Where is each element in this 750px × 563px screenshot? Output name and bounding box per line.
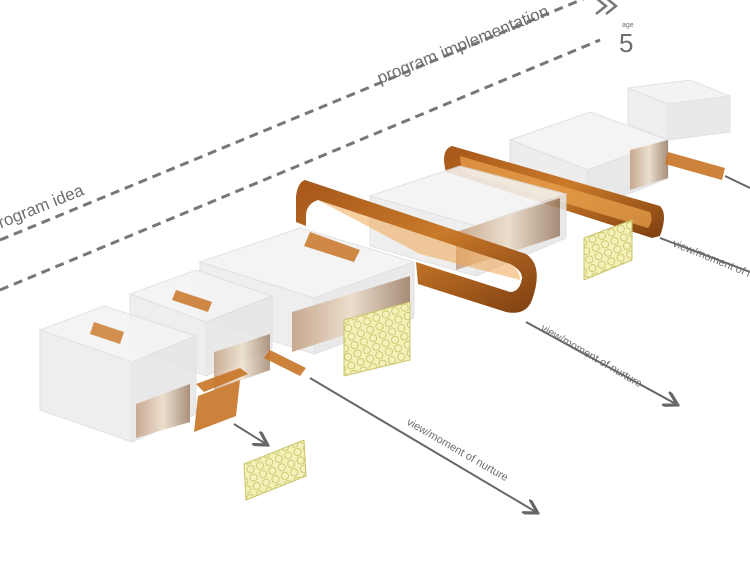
wood-strip-4 (665, 152, 725, 180)
wood-strip-1c (196, 368, 248, 392)
ghost-volume-far (626, 79, 732, 141)
wood-strip-1a (90, 322, 124, 344)
screen-panel-right (583, 219, 633, 281)
view-moment-label-2: view/moment of nurture (539, 322, 645, 390)
nurture-arrow-1a (233, 423, 266, 444)
rust-frame-center (296, 180, 537, 313)
program-volume-1a (38, 305, 198, 443)
wood-strip-1b (172, 290, 212, 312)
nurture-arrow-1 (309, 377, 536, 512)
photo-panel-1a (136, 384, 190, 438)
program-implementation-dashed-line (0, 0, 585, 242)
nurture-arrow-3 (659, 237, 750, 273)
screen-panel-front (243, 439, 307, 501)
screen-panel-center (343, 301, 411, 377)
photo-panel-4 (630, 140, 668, 190)
nurture-arrow-2 (525, 321, 676, 404)
wood-strip-2 (304, 232, 360, 262)
age-value: 5 (619, 28, 633, 58)
age-caption: age (622, 22, 634, 29)
view-moment-label-3: view/moment of nurture (671, 238, 750, 292)
nurture-arrow-4 (724, 175, 750, 189)
view-moment-label-1: view/moment of nurture (405, 416, 511, 484)
program-implementation-label: program implementation (374, 1, 551, 87)
wood-strip-2b (264, 350, 306, 376)
chevron-icon (595, 0, 619, 15)
photo-panel-2 (292, 276, 410, 352)
wood-strip-1d (194, 380, 240, 432)
program-idea-dashed-line (0, 38, 601, 292)
